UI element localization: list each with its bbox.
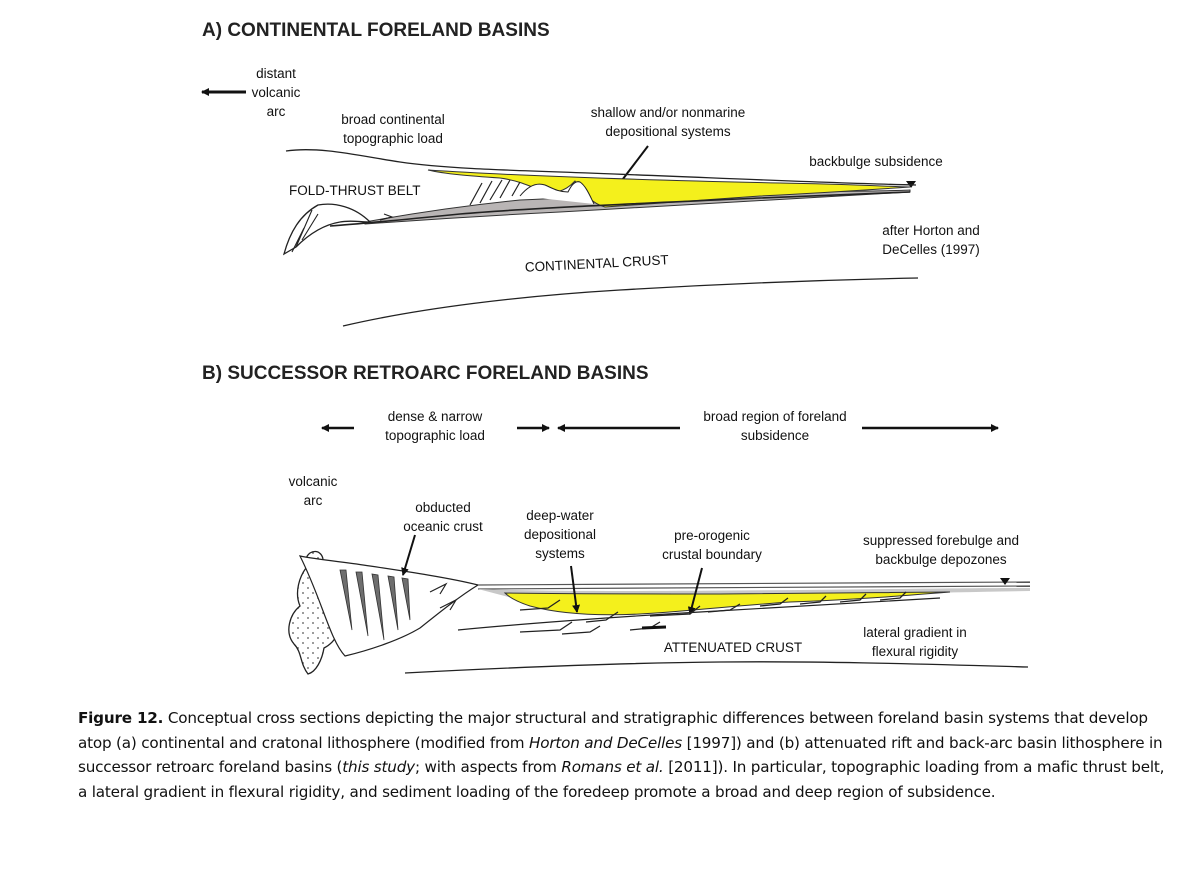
panel-a-title: A) CONTINENTAL FORELAND BASINS	[202, 20, 550, 41]
preorogenic-label-1: pre-orogenic	[674, 528, 750, 543]
load-label-2: topographic load	[343, 131, 443, 146]
fold-thrust-block	[284, 204, 370, 254]
obducted-label-2: oceanic crust	[403, 519, 483, 534]
backbulge-label: backbulge subsidence	[809, 154, 943, 169]
sea-level-marker-b	[1000, 578, 1010, 585]
caption-ref-3: Romans et al.	[561, 758, 663, 776]
caption-label: Figure 12.	[78, 709, 163, 727]
dense-label-1: dense & narrow	[388, 409, 483, 424]
obducted-pointer-arrow	[403, 535, 415, 575]
volcanic-label-2: arc	[304, 493, 323, 508]
arc-label-3: arc	[267, 104, 286, 119]
caption-text-3: ; with aspects from	[415, 758, 561, 776]
dense-label-2: topographic load	[385, 428, 485, 443]
volcanic-label-1: volcanic	[289, 474, 338, 489]
figure-caption: Figure 12. Conceptual cross sections dep…	[78, 706, 1168, 804]
deepwater-label-2: depositional	[524, 527, 596, 542]
crust-boundary-bar	[642, 627, 666, 628]
lateral-label-1: lateral gradient in	[863, 625, 967, 640]
attenuated-crust-label: ATTENUATED CRUST	[664, 640, 802, 655]
figure-diagram: A) CONTINENTAL FORELAND BASINS distant v…	[0, 0, 1203, 690]
deepwater-label-1: deep-water	[526, 508, 594, 523]
continental-crust-label: CONTINENTAL CRUST	[524, 252, 669, 275]
suppressed-label-1: suppressed forebulge and	[863, 533, 1019, 548]
preorogenic-label-2: crustal boundary	[662, 547, 762, 562]
deepwater-sediment-yellow	[505, 592, 950, 615]
shallow-label-2: depositional systems	[605, 124, 731, 139]
panel-b-title: B) SUCCESSOR RETROARC FORELAND BASINS	[202, 363, 649, 384]
basement-ramps-lower	[520, 622, 660, 634]
caption-ref-1: Horton and DeCelles	[529, 734, 682, 752]
caption-ref-2: this study	[342, 758, 415, 776]
load-label-1: broad continental	[341, 112, 445, 127]
suppressed-label-2: backbulge depozones	[875, 552, 1007, 567]
broad-label-2: subsidence	[741, 428, 809, 443]
arc-label-1: distant	[256, 66, 296, 81]
moho-line-b	[405, 662, 1028, 673]
sea-level-line-1	[478, 582, 1030, 585]
panel-a: A) CONTINENTAL FORELAND BASINS distant v…	[202, 20, 980, 326]
shallow-label-1: shallow and/or nonmarine	[591, 105, 746, 120]
arc-label-2: volcanic	[252, 85, 301, 100]
moho-line-a	[343, 278, 918, 326]
obducted-label-1: obducted	[415, 500, 471, 515]
after-label-1: after Horton and	[882, 223, 980, 238]
deepwater-label-3: systems	[535, 546, 585, 561]
after-label-2: DeCelles (1997)	[882, 242, 980, 257]
broad-label-1: broad region of foreland	[703, 409, 846, 424]
panel-b: B) SUCCESSOR RETROARC FORELAND BASINS de…	[202, 363, 1030, 674]
foldthrust-label: FOLD-THRUST BELT	[289, 183, 421, 198]
lateral-label-2: flexural rigidity	[872, 644, 959, 659]
